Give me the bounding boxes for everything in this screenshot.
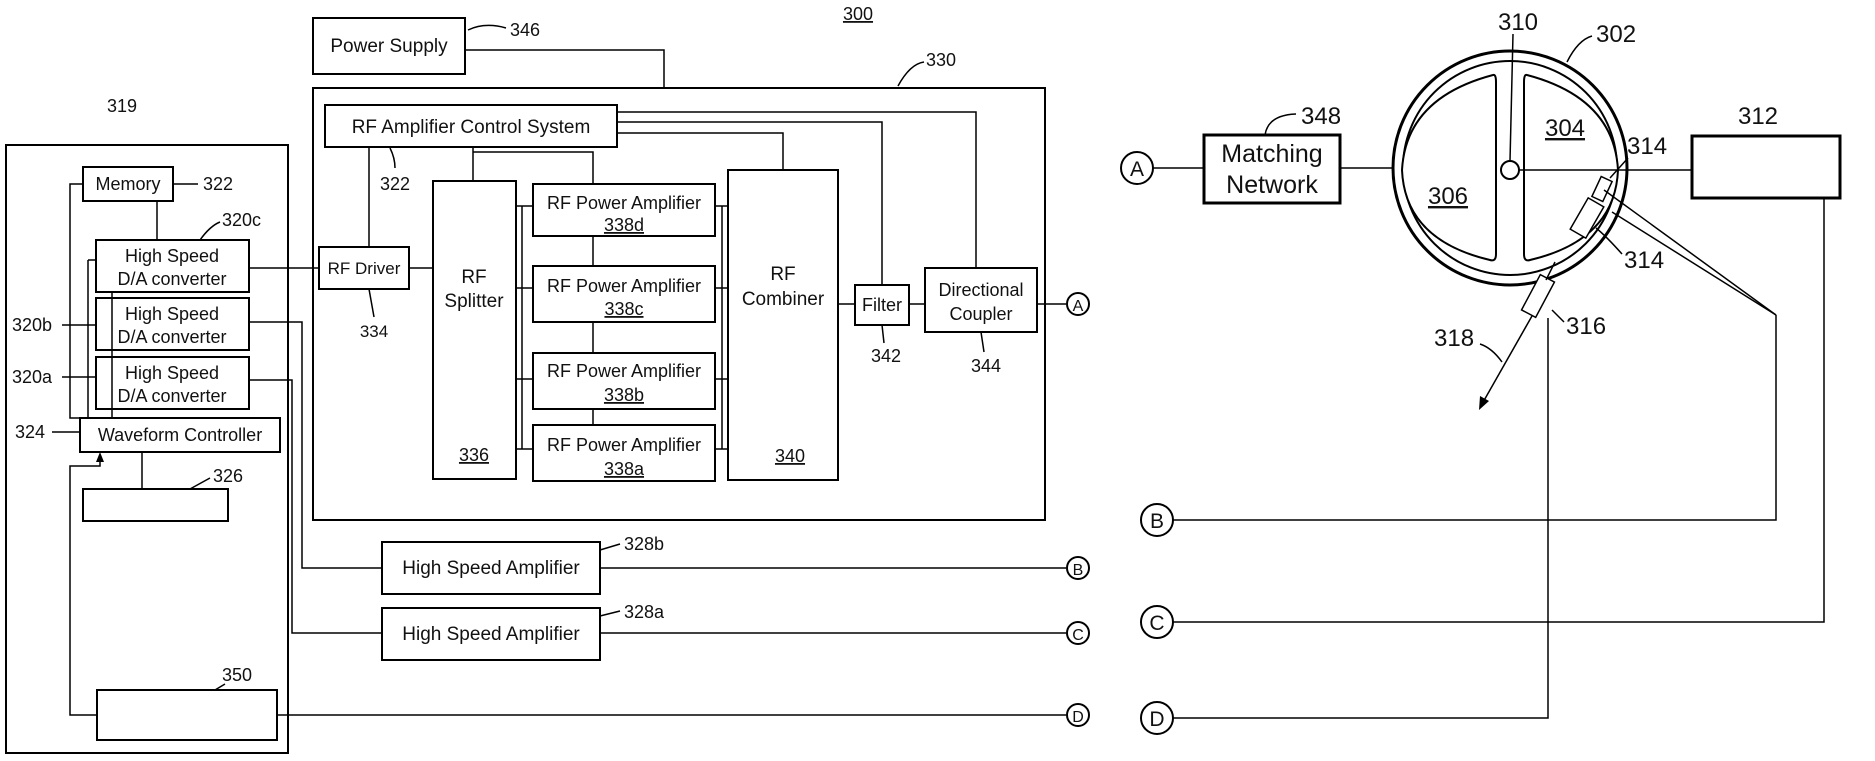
memory-ref: 322	[203, 174, 233, 194]
box-312	[1692, 136, 1840, 198]
chamber-302-ref: 302	[1596, 21, 1636, 48]
box-312-ref: 312	[1738, 103, 1778, 130]
beam-318-leader	[1480, 344, 1502, 362]
dac-320a-line2: D/A converter	[117, 386, 226, 406]
connector-c-left-label: C	[1072, 627, 1084, 644]
memory-label: Memory	[95, 174, 160, 194]
region-304-label: 304	[1545, 115, 1585, 142]
dac-320c-ref: 320c	[222, 210, 261, 230]
rf-combiner-line2: Combiner	[742, 289, 825, 310]
hs-amp-328a-label: High Speed Amplifier	[402, 624, 580, 645]
rf-splitter-line1: RF	[461, 267, 486, 288]
amp-338c-ref: 338c	[604, 299, 643, 319]
filter-label: Filter	[862, 295, 902, 315]
amp-338d-label: RF Power Amplifier	[547, 193, 701, 213]
dac-320c-line1: High Speed	[125, 246, 219, 266]
amp-338b-label: RF Power Amplifier	[547, 361, 701, 381]
box-350-ref: 350	[222, 665, 252, 685]
rf-combiner-ref: 340	[775, 446, 805, 466]
amp-338c-label: RF Power Amplifier	[547, 276, 701, 296]
chamber-302-leader	[1567, 36, 1592, 62]
box-326-ref: 326	[213, 466, 243, 486]
hs-amp-328b-label: High Speed Amplifier	[402, 558, 580, 579]
connector-b-left-label: B	[1073, 562, 1084, 579]
matching-line2: Network	[1226, 171, 1318, 199]
connector-d-left-label: D	[1072, 709, 1084, 726]
hs-amp-328a-ref: 328a	[624, 602, 665, 622]
beam-318-arrowhead	[1479, 396, 1489, 410]
probe-to-d	[1172, 318, 1548, 718]
sensor-314-top-ref: 314	[1627, 133, 1667, 160]
rf-combiner-line1: RF	[770, 264, 795, 285]
rf-generator-leader	[898, 62, 924, 86]
coupler-line1: Directional	[938, 280, 1023, 300]
power-supply-ref: 346	[510, 20, 540, 40]
rf-splitter-box	[433, 181, 516, 479]
coupler-ref: 344	[971, 356, 1001, 376]
matching-line1: Matching	[1221, 140, 1322, 168]
probe-316-ref: 316	[1566, 313, 1606, 340]
power-supply-label: Power Supply	[330, 36, 448, 57]
sensor-314-bottom-ref: 314	[1624, 247, 1664, 274]
amp-338b-ref: 338b	[604, 385, 644, 405]
beam-318-line	[1482, 316, 1532, 404]
box-326	[83, 489, 228, 521]
rf-driver-label: RF Driver	[328, 259, 401, 278]
dac-320b-line2: D/A converter	[117, 327, 226, 347]
connector-a-right-label: A	[1130, 158, 1144, 181]
matching-ref: 348	[1301, 103, 1341, 130]
rf-generator-ref: 330	[926, 50, 956, 70]
chamber-center-310	[1501, 161, 1519, 179]
coupler-line2: Coupler	[949, 304, 1012, 324]
probe-316-leader	[1552, 310, 1564, 322]
waveform-ref: 324	[15, 422, 45, 442]
center-310-ref: 310	[1498, 9, 1538, 36]
region-306-label: 306	[1428, 183, 1468, 210]
rf-control-ref: 322	[380, 174, 410, 194]
rf-splitter-ref: 336	[459, 445, 489, 465]
rf-splitter-line2: Splitter	[444, 291, 504, 312]
power-supply-leader	[468, 25, 506, 30]
dac-320a-line1: High Speed	[125, 363, 219, 383]
controller-group-ref: 319	[107, 96, 137, 116]
dac-320a-ref: 320a	[12, 367, 53, 387]
dac-320b-ref: 320b	[12, 315, 52, 335]
beam-318-ref: 318	[1434, 325, 1474, 352]
rf-combiner-box	[728, 170, 838, 480]
dac-320c-line2: D/A converter	[117, 269, 226, 289]
rf-driver-ref: 334	[360, 322, 388, 341]
matching-leader	[1265, 114, 1296, 135]
waveform-label: Waveform Controller	[98, 425, 262, 445]
hs-amp-328a-leader	[600, 611, 620, 616]
dac-320b-line1: High Speed	[125, 304, 219, 324]
amp-338d-ref: 338d	[604, 215, 644, 235]
amp-338a-label: RF Power Amplifier	[547, 435, 701, 455]
connector-a-left-label: A	[1073, 298, 1084, 315]
box-350	[97, 690, 277, 740]
connector-b-right-label: B	[1150, 510, 1164, 533]
amp-338a-ref: 338a	[604, 459, 645, 479]
filter-ref: 342	[871, 346, 901, 366]
hs-amp-328b-leader	[600, 544, 620, 550]
figure-number: 300	[843, 4, 873, 24]
rf-control-label: RF Amplifier Control System	[352, 117, 591, 138]
connector-d-right-label: D	[1149, 708, 1164, 731]
hs-amp-328b-ref: 328b	[624, 534, 664, 554]
connector-c-right-label: C	[1149, 612, 1164, 635]
